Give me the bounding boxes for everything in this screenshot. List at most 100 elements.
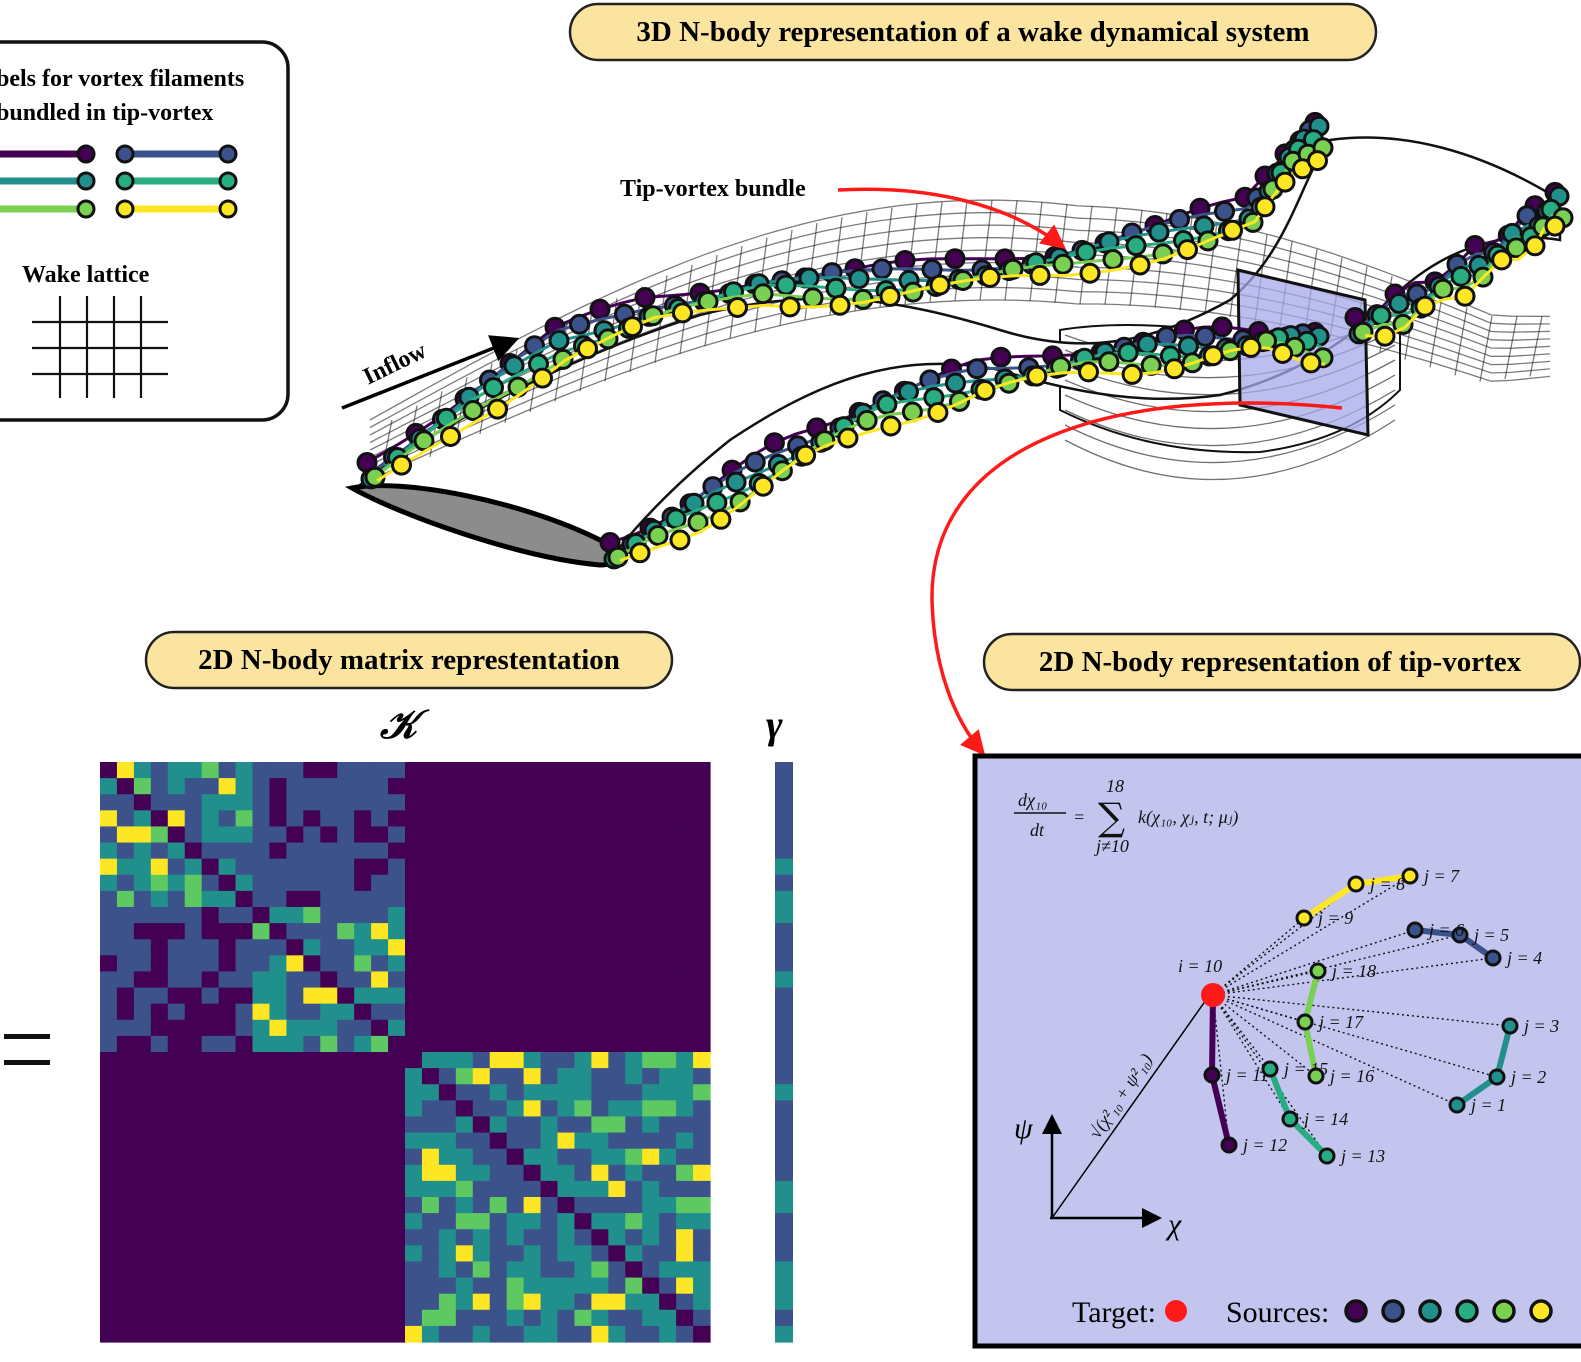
source-color-swatch-6	[1529, 1299, 1553, 1323]
legend-swatch-right-3	[115, 199, 238, 219]
equation-equals: =	[1073, 807, 1085, 827]
source-node-label-13: j = 14	[1302, 1109, 1348, 1129]
source-node-3	[1501, 1017, 1519, 1035]
axis-chi-label: χ	[1165, 1208, 1182, 1241]
source-node-14	[1261, 1060, 1279, 1078]
filament-segment	[1209, 994, 1216, 1076]
source-node-8	[1347, 875, 1365, 893]
legend-wake-lattice-label: Wake lattice	[22, 262, 150, 288]
legend-swatch-right-2	[115, 171, 238, 191]
main-title: 3D N-body representation of a wake dynam…	[636, 16, 1309, 48]
influence-line-5	[1212, 934, 1461, 996]
source-node-13	[1281, 1110, 1299, 1128]
influence-line-16	[1212, 994, 1306, 1023]
matrix-title-pill: 2D N-body matrix represtentation	[144, 630, 674, 690]
source-node-label-16: j = 17	[1317, 1012, 1364, 1032]
source-node-label-2: j = 2	[1509, 1067, 1546, 1087]
legend-swatch-left-1	[0, 144, 96, 164]
filament-segment	[1301, 881, 1359, 921]
source-node-label-11: j = 12	[1241, 1135, 1287, 1155]
source-node-label-15: j = 16	[1328, 1066, 1374, 1086]
filament-segment	[1494, 1023, 1513, 1080]
filament-legend: bels for vortex filaments bundled in tip…	[0, 40, 290, 422]
legend-swatch-right-1	[115, 144, 238, 164]
influence-line-2	[1212, 994, 1498, 1078]
filament-segment	[1209, 1072, 1232, 1148]
filament-segment	[1267, 1066, 1293, 1122]
equation-lhs-numerator: dχ₁₀	[1018, 790, 1047, 810]
n-body-equation: dχ₁₀ dt = 18 ∑ j≠10 k(χ₁₀, χⱼ, t; μⱼ)	[1014, 776, 1238, 856]
matrix-title: 2D N-body matrix represtentation	[198, 644, 620, 676]
target-sources-legend: Target: Sources:	[1072, 1296, 1553, 1329]
source-color-swatch-5	[1492, 1299, 1516, 1323]
filament-segment	[1287, 1116, 1330, 1159]
source-node-10	[1203, 1066, 1221, 1084]
filament-segment	[1302, 1019, 1319, 1079]
kernel-symbol: 𝒦	[379, 702, 430, 747]
tip-vortex-bundle-arrow	[837, 187, 1066, 250]
tip-vortex-bundle-label: Tip-vortex bundle	[620, 176, 806, 202]
legend-heading-line2: bundled in tip-vortex	[0, 100, 213, 126]
source-node-label-1: j = 1	[1469, 1095, 1506, 1115]
inflow-label: Inflow	[359, 338, 431, 391]
gamma-vector	[775, 762, 793, 1343]
source-node-9	[1295, 909, 1313, 927]
inflow-arrow	[341, 335, 520, 410]
equation-sum-lower: j≠10	[1094, 836, 1129, 856]
axis-psi-label: ψ	[1014, 1112, 1034, 1145]
source-color-swatch-3	[1418, 1299, 1442, 1323]
target-node	[1201, 983, 1225, 1007]
source-node-label-7: j = 7	[1422, 866, 1460, 886]
svg-text:∑: ∑	[1098, 795, 1125, 839]
wake-lattice-icon	[32, 296, 168, 398]
source-node-2	[1488, 1068, 1506, 1086]
source-node-1	[1448, 1096, 1466, 1114]
equation-lhs-denominator: dt	[1030, 820, 1045, 840]
source-node-5	[1451, 926, 1469, 944]
source-node-label-5: j = 5	[1472, 925, 1509, 945]
source-color-swatch-4	[1455, 1299, 1479, 1323]
source-node-label-6: j = 6	[1427, 920, 1464, 940]
target-legend-marker	[1165, 1300, 1187, 1322]
source-color-swatch-2	[1381, 1299, 1405, 1323]
tip-title-pill: 2D N-body representation of tip-vortex	[982, 632, 1581, 692]
source-node-label-4: j = 4	[1505, 948, 1542, 968]
cut-plane-to-panel-arrow	[930, 401, 1343, 756]
source-node-label-3: j = 3	[1522, 1016, 1559, 1036]
legend-swatch-left-2	[0, 171, 96, 191]
source-node-4	[1484, 949, 1502, 967]
influence-line-6	[1212, 929, 1416, 996]
tip-title: 2D N-body representation of tip-vortex	[1039, 646, 1522, 678]
filament-segment	[1353, 873, 1413, 887]
source-node-12	[1318, 1147, 1336, 1165]
target-legend-label: Target:	[1072, 1296, 1156, 1329]
legend-swatch-left-3	[0, 199, 96, 219]
source-node-label-12: j = 13	[1339, 1146, 1385, 1166]
legend-filament-swatches	[0, 144, 238, 219]
source-color-swatch-1	[1344, 1299, 1368, 1323]
source-node-label-17: j = 18	[1330, 961, 1376, 981]
source-node-16	[1296, 1013, 1314, 1031]
source-node-17	[1309, 962, 1327, 980]
filament-segment	[1302, 968, 1321, 1025]
source-node-7	[1401, 867, 1419, 885]
gamma-symbol: γ	[766, 702, 783, 747]
kernel-matrix-heatmap	[100, 762, 711, 1343]
equation-rhs: k(χ₁₀, χⱼ, t; μⱼ)	[1138, 807, 1238, 828]
legend-heading-line1: bels for vortex filaments	[0, 66, 244, 92]
influence-line-7	[1212, 875, 1411, 996]
source-node-11	[1220, 1136, 1238, 1154]
influence-line-13	[1212, 994, 1291, 1120]
wake-3d-illustration	[344, 111, 1574, 570]
target-node-label: i = 10	[1178, 956, 1222, 976]
source-node-15	[1307, 1067, 1325, 1085]
source-node-label-9: j = 9	[1316, 908, 1353, 928]
main-title-pill: 3D N-body representation of a wake dynam…	[568, 2, 1378, 62]
tip-vortex-panel: dχ₁₀ dt = 18 ∑ j≠10 k(χ₁₀, χⱼ, t; μⱼ) ψ …	[972, 753, 1581, 1349]
equals-sign	[4, 1034, 50, 1065]
source-node-label-10: j = 11	[1224, 1065, 1269, 1085]
source-node-label-8: j = 8	[1368, 874, 1405, 894]
influence-line-15	[1212, 994, 1317, 1077]
equation-sum-upper: 18	[1106, 776, 1124, 796]
